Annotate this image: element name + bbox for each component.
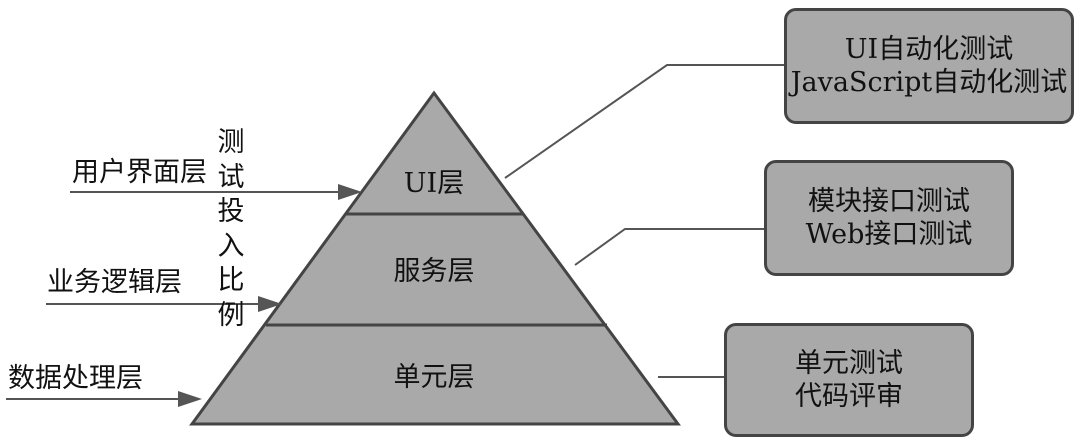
box-line: JavaScript自动化测试 <box>790 67 1068 98</box>
left-label-business-logic: 业务逻辑层 <box>47 267 182 298</box>
box-line: 代码评审 <box>795 381 903 412</box>
vertical-char: 比 <box>217 265 245 296</box>
box-line: UI自动化测试 <box>844 34 1014 65</box>
arrow-user-interface <box>70 184 362 200</box>
box-unit-tests: 单元测试 代码评审 <box>724 323 974 437</box>
arrow-data-processing <box>6 391 202 407</box>
vertical-char: 例 <box>217 299 245 331</box>
vertical-char: 入 <box>217 230 245 262</box>
box-service-tests: 模块接口测试 Web接口测试 <box>764 160 1014 276</box>
vertical-char: 试 <box>217 161 245 193</box>
vertical-label-test-investment-ratio: 测 试 投 入 比 例 <box>215 126 247 333</box>
connector-service-box <box>574 228 764 266</box>
left-label-user-interface: 用户界面层 <box>72 157 207 188</box>
box-ui-tests: UI自动化测试 JavaScript自动化测试 <box>784 8 1074 124</box>
box-line: 单元测试 <box>795 348 903 379</box>
layer-label-unit: 单元层 <box>393 362 475 393</box>
pyramid-shape <box>189 90 681 426</box>
left-label-data-processing: 数据处理层 <box>8 363 143 394</box>
connector-ui-box <box>504 64 784 179</box>
layer-label-ui: UI层 <box>403 168 465 199</box>
vertical-char: 测 <box>217 127 245 158</box>
layer-label-service: 服务层 <box>393 256 475 287</box>
box-line: Web接口测试 <box>805 219 973 250</box>
vertical-char: 投 <box>217 196 245 227</box>
arrow-business-logic <box>46 296 282 312</box>
box-line: 模块接口测试 <box>808 186 970 217</box>
